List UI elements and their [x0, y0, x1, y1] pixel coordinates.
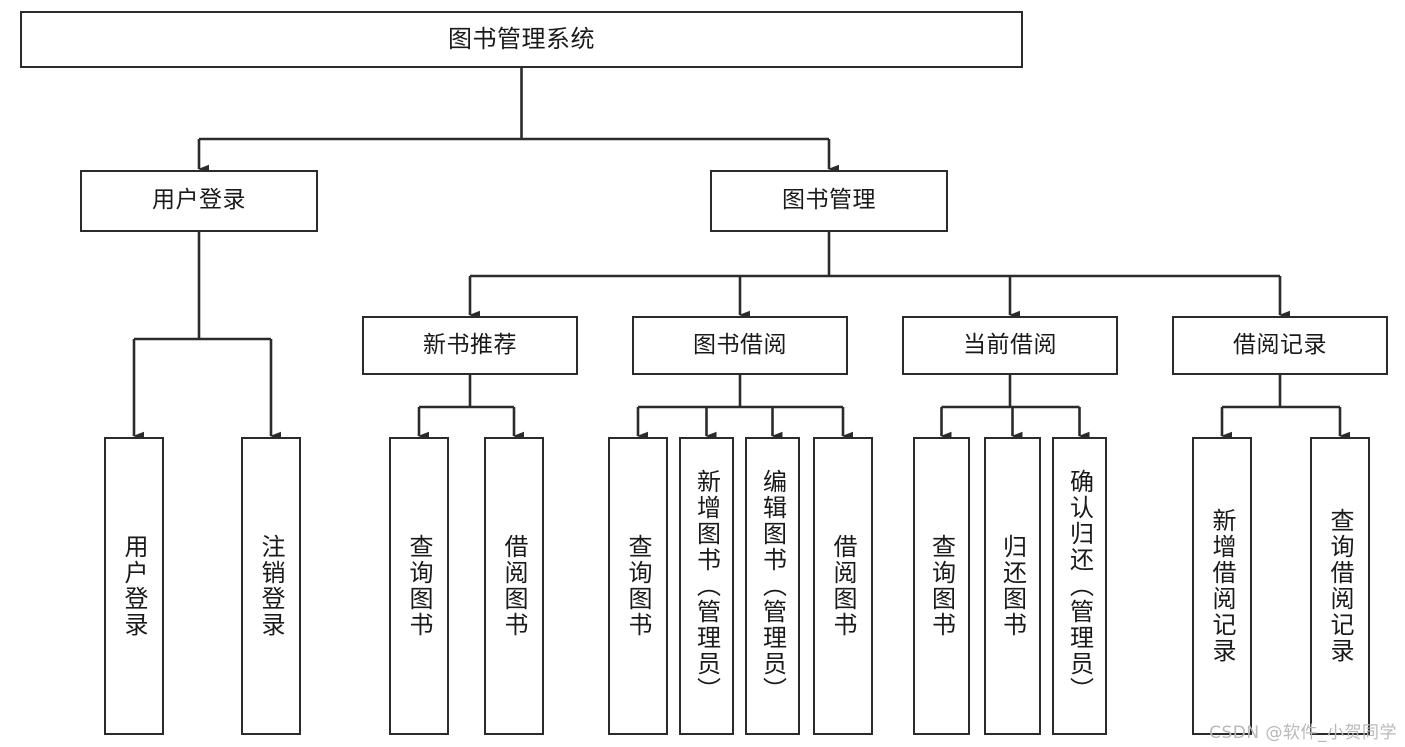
- node-label: 借阅图书: [829, 534, 857, 638]
- node-leaf-rc-add[interactable]: 新增借阅记录: [1192, 437, 1252, 735]
- node-root[interactable]: 图书管理系统: [20, 11, 1023, 68]
- node-leaf-cu-return[interactable]: 归还图书: [984, 437, 1041, 735]
- node-label: 归还图书: [998, 534, 1027, 638]
- node-label: 图书管理系统: [448, 25, 595, 54]
- node-leaf-bw-edit[interactable]: 编辑图书（管理员）: [745, 437, 800, 735]
- node-label: 查询图书: [624, 534, 652, 638]
- node-leaf-cu-conf[interactable]: 确认归还（管理员）: [1052, 437, 1107, 735]
- node-login[interactable]: 用户登录: [80, 170, 318, 232]
- node-label: 注销登录: [257, 534, 285, 638]
- edges-group: [132, 68, 1350, 441]
- node-label: 查询图书: [927, 534, 956, 638]
- node-label: 查询图书: [405, 534, 433, 638]
- node-label: 借阅图书: [500, 534, 528, 638]
- node-label: 图书借阅: [693, 331, 787, 358]
- watermark-label: CSDN @软件_小贺同学: [1209, 723, 1397, 743]
- node-leaf-logout[interactable]: 注销登录: [241, 437, 301, 735]
- node-label: 查询借阅记录: [1326, 508, 1354, 664]
- node-current[interactable]: 当前借阅: [902, 316, 1118, 375]
- node-bookmgmt[interactable]: 图书管理: [710, 170, 948, 232]
- node-leaf-login[interactable]: 用户登录: [104, 437, 164, 735]
- node-label: 借阅记录: [1233, 331, 1327, 358]
- node-leaf-bw-borrow[interactable]: 借阅图书: [813, 437, 873, 735]
- node-label: 确认归还（管理员）: [1065, 469, 1094, 703]
- node-label: 新增图书（管理员）: [692, 469, 721, 703]
- node-records[interactable]: 借阅记录: [1172, 316, 1388, 375]
- node-label: 用户登录: [120, 534, 148, 638]
- node-label: 当前借阅: [963, 331, 1057, 358]
- node-leaf-cu-query[interactable]: 查询图书: [913, 437, 970, 735]
- node-leaf-bw-add[interactable]: 新增图书（管理员）: [679, 437, 734, 735]
- node-borrow[interactable]: 图书借阅: [632, 316, 848, 375]
- node-label: 新书推荐: [423, 331, 517, 358]
- node-leaf-nb-query[interactable]: 查询图书: [389, 437, 449, 735]
- node-label: 新增借阅记录: [1208, 508, 1236, 664]
- node-label: 编辑图书（管理员）: [758, 469, 787, 703]
- node-leaf-bw-query[interactable]: 查询图书: [608, 437, 668, 735]
- node-leaf-nb-borrow[interactable]: 借阅图书: [484, 437, 544, 735]
- node-leaf-rc-query[interactable]: 查询借阅记录: [1310, 437, 1370, 735]
- node-newbook[interactable]: 新书推荐: [362, 316, 578, 375]
- node-label: 用户登录: [152, 187, 246, 214]
- node-label: 图书管理: [782, 187, 876, 214]
